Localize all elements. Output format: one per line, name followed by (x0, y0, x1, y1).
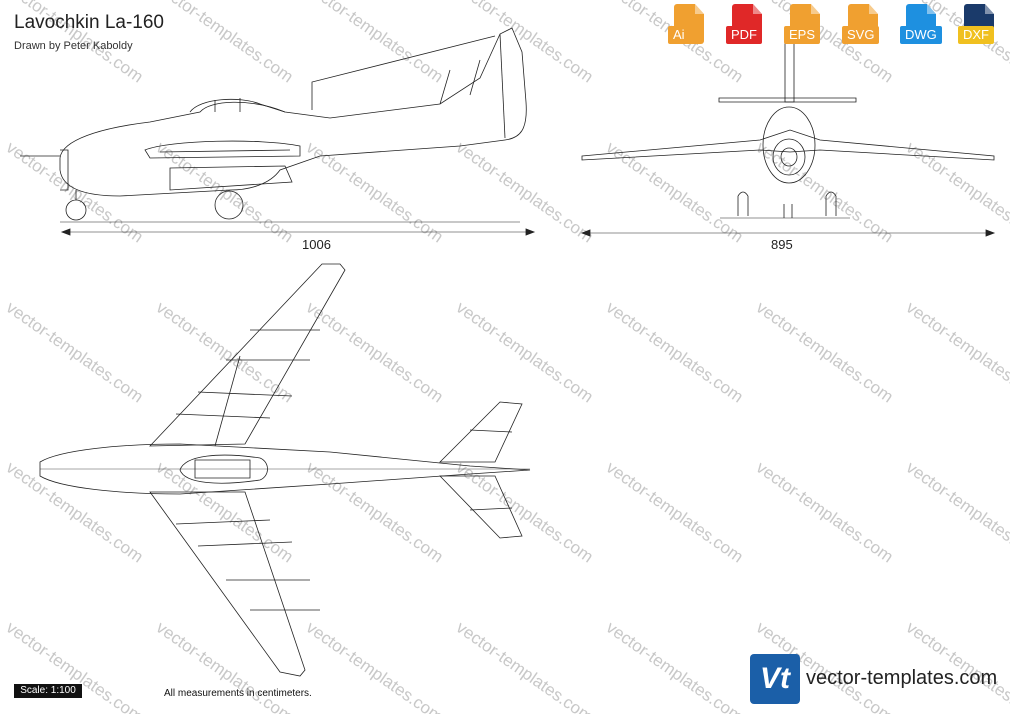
pdf-format-button[interactable]: PDF (726, 4, 762, 50)
dwg-format-button[interactable]: DWG (900, 4, 942, 50)
drawing-title: Lavochkin La-160 (14, 12, 164, 33)
dxf-format-button[interactable]: DXF (958, 4, 994, 50)
width-dimension-label: 895 (771, 237, 793, 252)
dxf-format-label: DXF (958, 26, 994, 44)
vt-logo-icon: Vt (750, 654, 800, 704)
scale-badge: Scale: 1:100 (14, 684, 82, 698)
ai-format-button[interactable]: Ai (668, 4, 704, 50)
front-view (581, 37, 995, 219)
eps-format-label: EPS (784, 26, 821, 44)
svg-format-label: SVG (842, 26, 880, 44)
measurement-note: All measurements in centimeters. (164, 688, 312, 699)
front-view-dimension-line (580, 229, 996, 237)
brand-link[interactable]: Vt vector-templates.com (750, 654, 1006, 704)
drawing-author: Drawn by Peter Kaboldy (14, 40, 133, 52)
format-download-icons: Ai PDF EPS SVG DWG DXF (668, 4, 1008, 50)
pdf-format-label: PDF (726, 26, 762, 44)
dwg-format-label: DWG (900, 26, 942, 44)
side-view-dimension-line (60, 228, 536, 236)
brand-name: vector-templates.com (806, 667, 998, 689)
length-dimension-label: 1006 (302, 237, 331, 252)
ai-format-label: Ai (668, 26, 690, 44)
svg-format-button[interactable]: SVG (842, 4, 880, 50)
side-view (20, 27, 527, 223)
top-view (39, 263, 531, 677)
eps-format-button[interactable]: EPS (784, 4, 821, 50)
